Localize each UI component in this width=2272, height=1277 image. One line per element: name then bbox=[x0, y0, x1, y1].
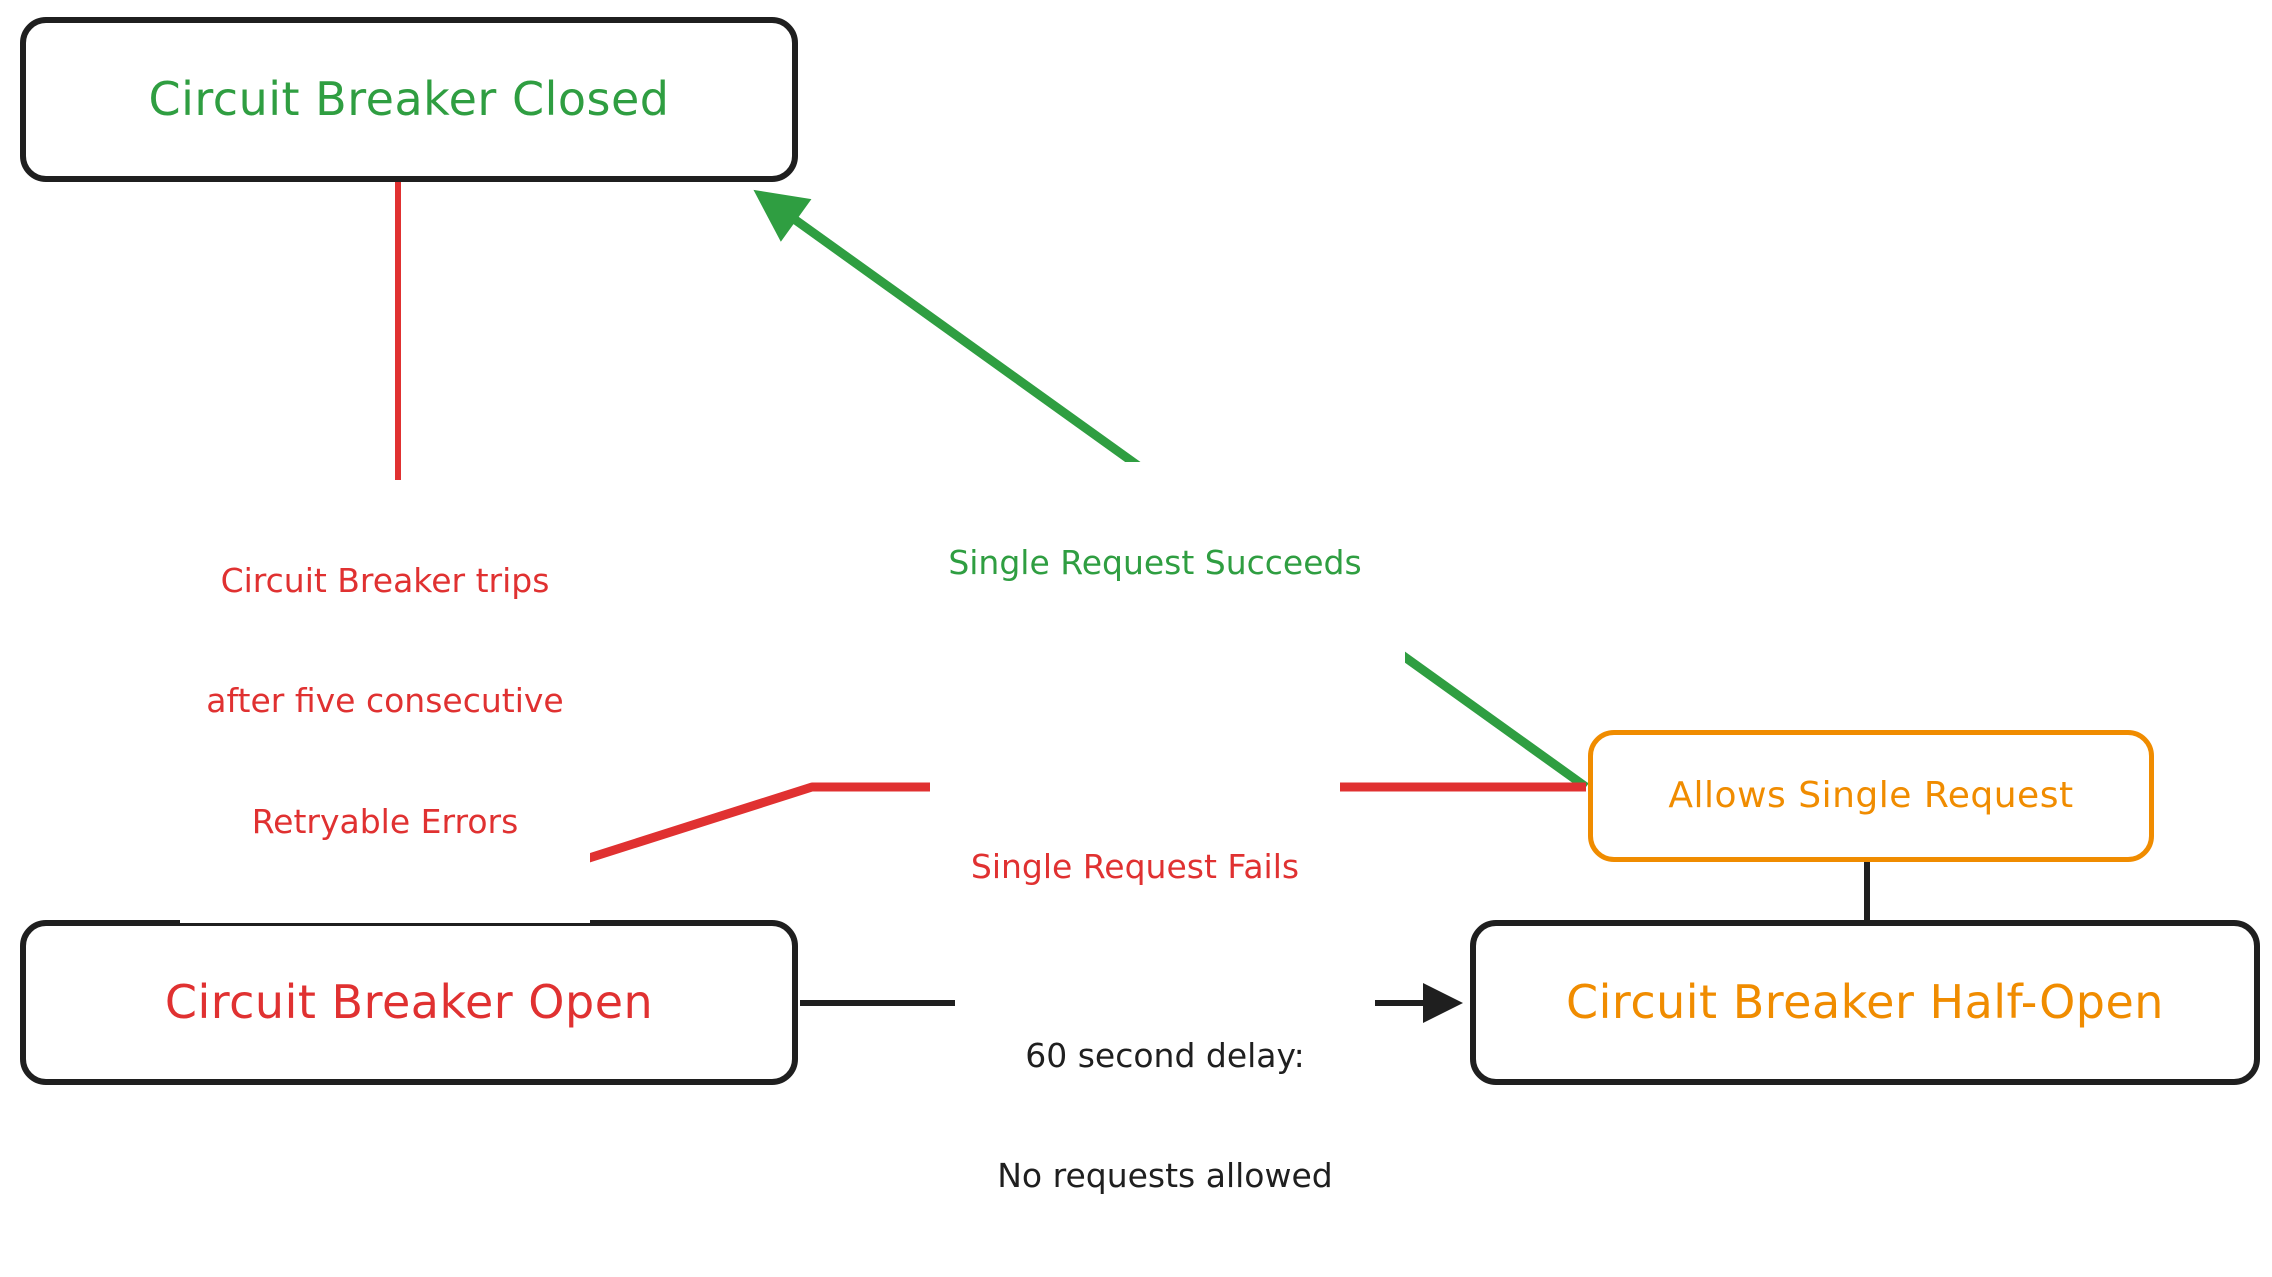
edge-allows-to-open bbox=[399, 782, 1586, 928]
node-label-half-open: Circuit Breaker Half-Open bbox=[1566, 975, 2164, 1030]
node-circuit-breaker-closed[interactable]: Circuit Breaker Closed bbox=[20, 17, 798, 182]
node-label-allows-single-request: Allows Single Request bbox=[1668, 775, 2074, 817]
node-circuit-breaker-half-open[interactable]: Circuit Breaker Half-Open bbox=[1470, 920, 2260, 1085]
node-label-open: Circuit Breaker Open bbox=[164, 975, 654, 1030]
edge-label-line: No requests allowed bbox=[997, 1156, 1333, 1196]
node-label-closed: Circuit Breaker Closed bbox=[148, 72, 670, 127]
edge-allows-to-closed bbox=[753, 189, 1589, 791]
circuit-breaker-state-diagram: Circuit Breaker Closed Circuit Breaker O… bbox=[20, 17, 2260, 1196]
node-allows-single-request[interactable]: Allows Single Request bbox=[1588, 730, 2154, 862]
node-circuit-breaker-open[interactable]: Circuit Breaker Open bbox=[20, 920, 798, 1085]
